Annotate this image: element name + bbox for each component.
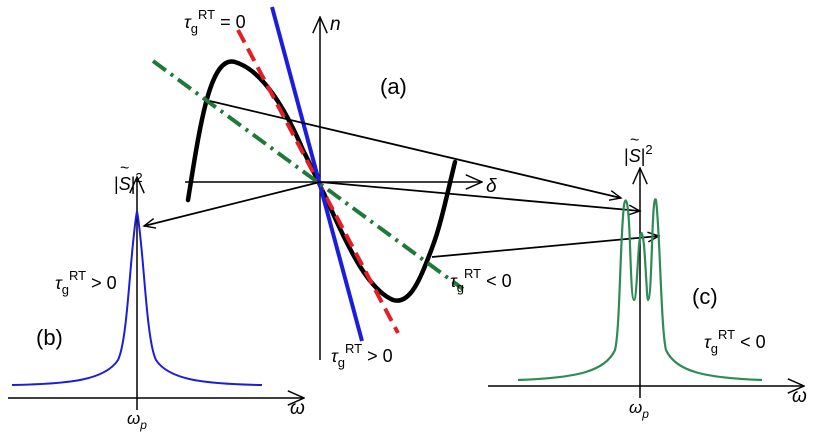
label-tau-zero: τgRT = 0	[184, 7, 246, 36]
panel-c-y-label: |S|2 ~	[624, 132, 653, 166]
arrow-origin-to-b	[144, 181, 321, 226]
svg-text:|S|2: |S|2	[114, 170, 143, 194]
arrow-upper-to-c	[209, 100, 621, 198]
dispersion-curve	[185, 59, 458, 303]
svg-text:~: ~	[630, 132, 639, 149]
panel-b: (b) |S|2 ~ ω ωp τgRT > 0	[8, 160, 305, 432]
svg-text:~: ~	[120, 160, 129, 177]
panel-b-x-label: ω	[290, 398, 305, 419]
panel-c-x-label: ω	[792, 386, 807, 407]
mapping-arrows	[144, 100, 659, 258]
n-axis-label: n	[330, 14, 341, 35]
line-tau-negative	[151, 59, 465, 291]
arrow-lower-to-c	[431, 236, 659, 258]
arrow-origin-to-c	[319, 181, 640, 211]
panel-b-condition: τgRT > 0	[55, 268, 117, 297]
spectrum-b	[11, 210, 263, 386]
panel-c-label: (c)	[692, 284, 718, 309]
panel-b-y-label: |S|2 ~	[114, 160, 143, 194]
panel-a: (a) n δ τgRT = 0 τgRT > 0 τgRT < 0	[151, 6, 512, 370]
panel-c-tick: ωp	[629, 398, 649, 421]
label-tau-negative: τgRT < 0	[450, 266, 512, 295]
panel-c-condition: τgRT < 0	[704, 327, 766, 356]
panel-a-label: (a)	[380, 74, 407, 99]
delta-axis-label: δ	[486, 176, 497, 197]
panel-b-tick: ωp	[127, 409, 147, 432]
line-tau-positive	[270, 6, 364, 342]
panel-b-label: (b)	[36, 325, 63, 350]
panel-c: (c) |S|2 ~ ω ωp τgRT < 0	[488, 132, 807, 421]
spectrum-c	[517, 198, 763, 382]
label-tau-positive: τgRT > 0	[331, 341, 393, 370]
svg-text:|S|2: |S|2	[624, 142, 653, 166]
